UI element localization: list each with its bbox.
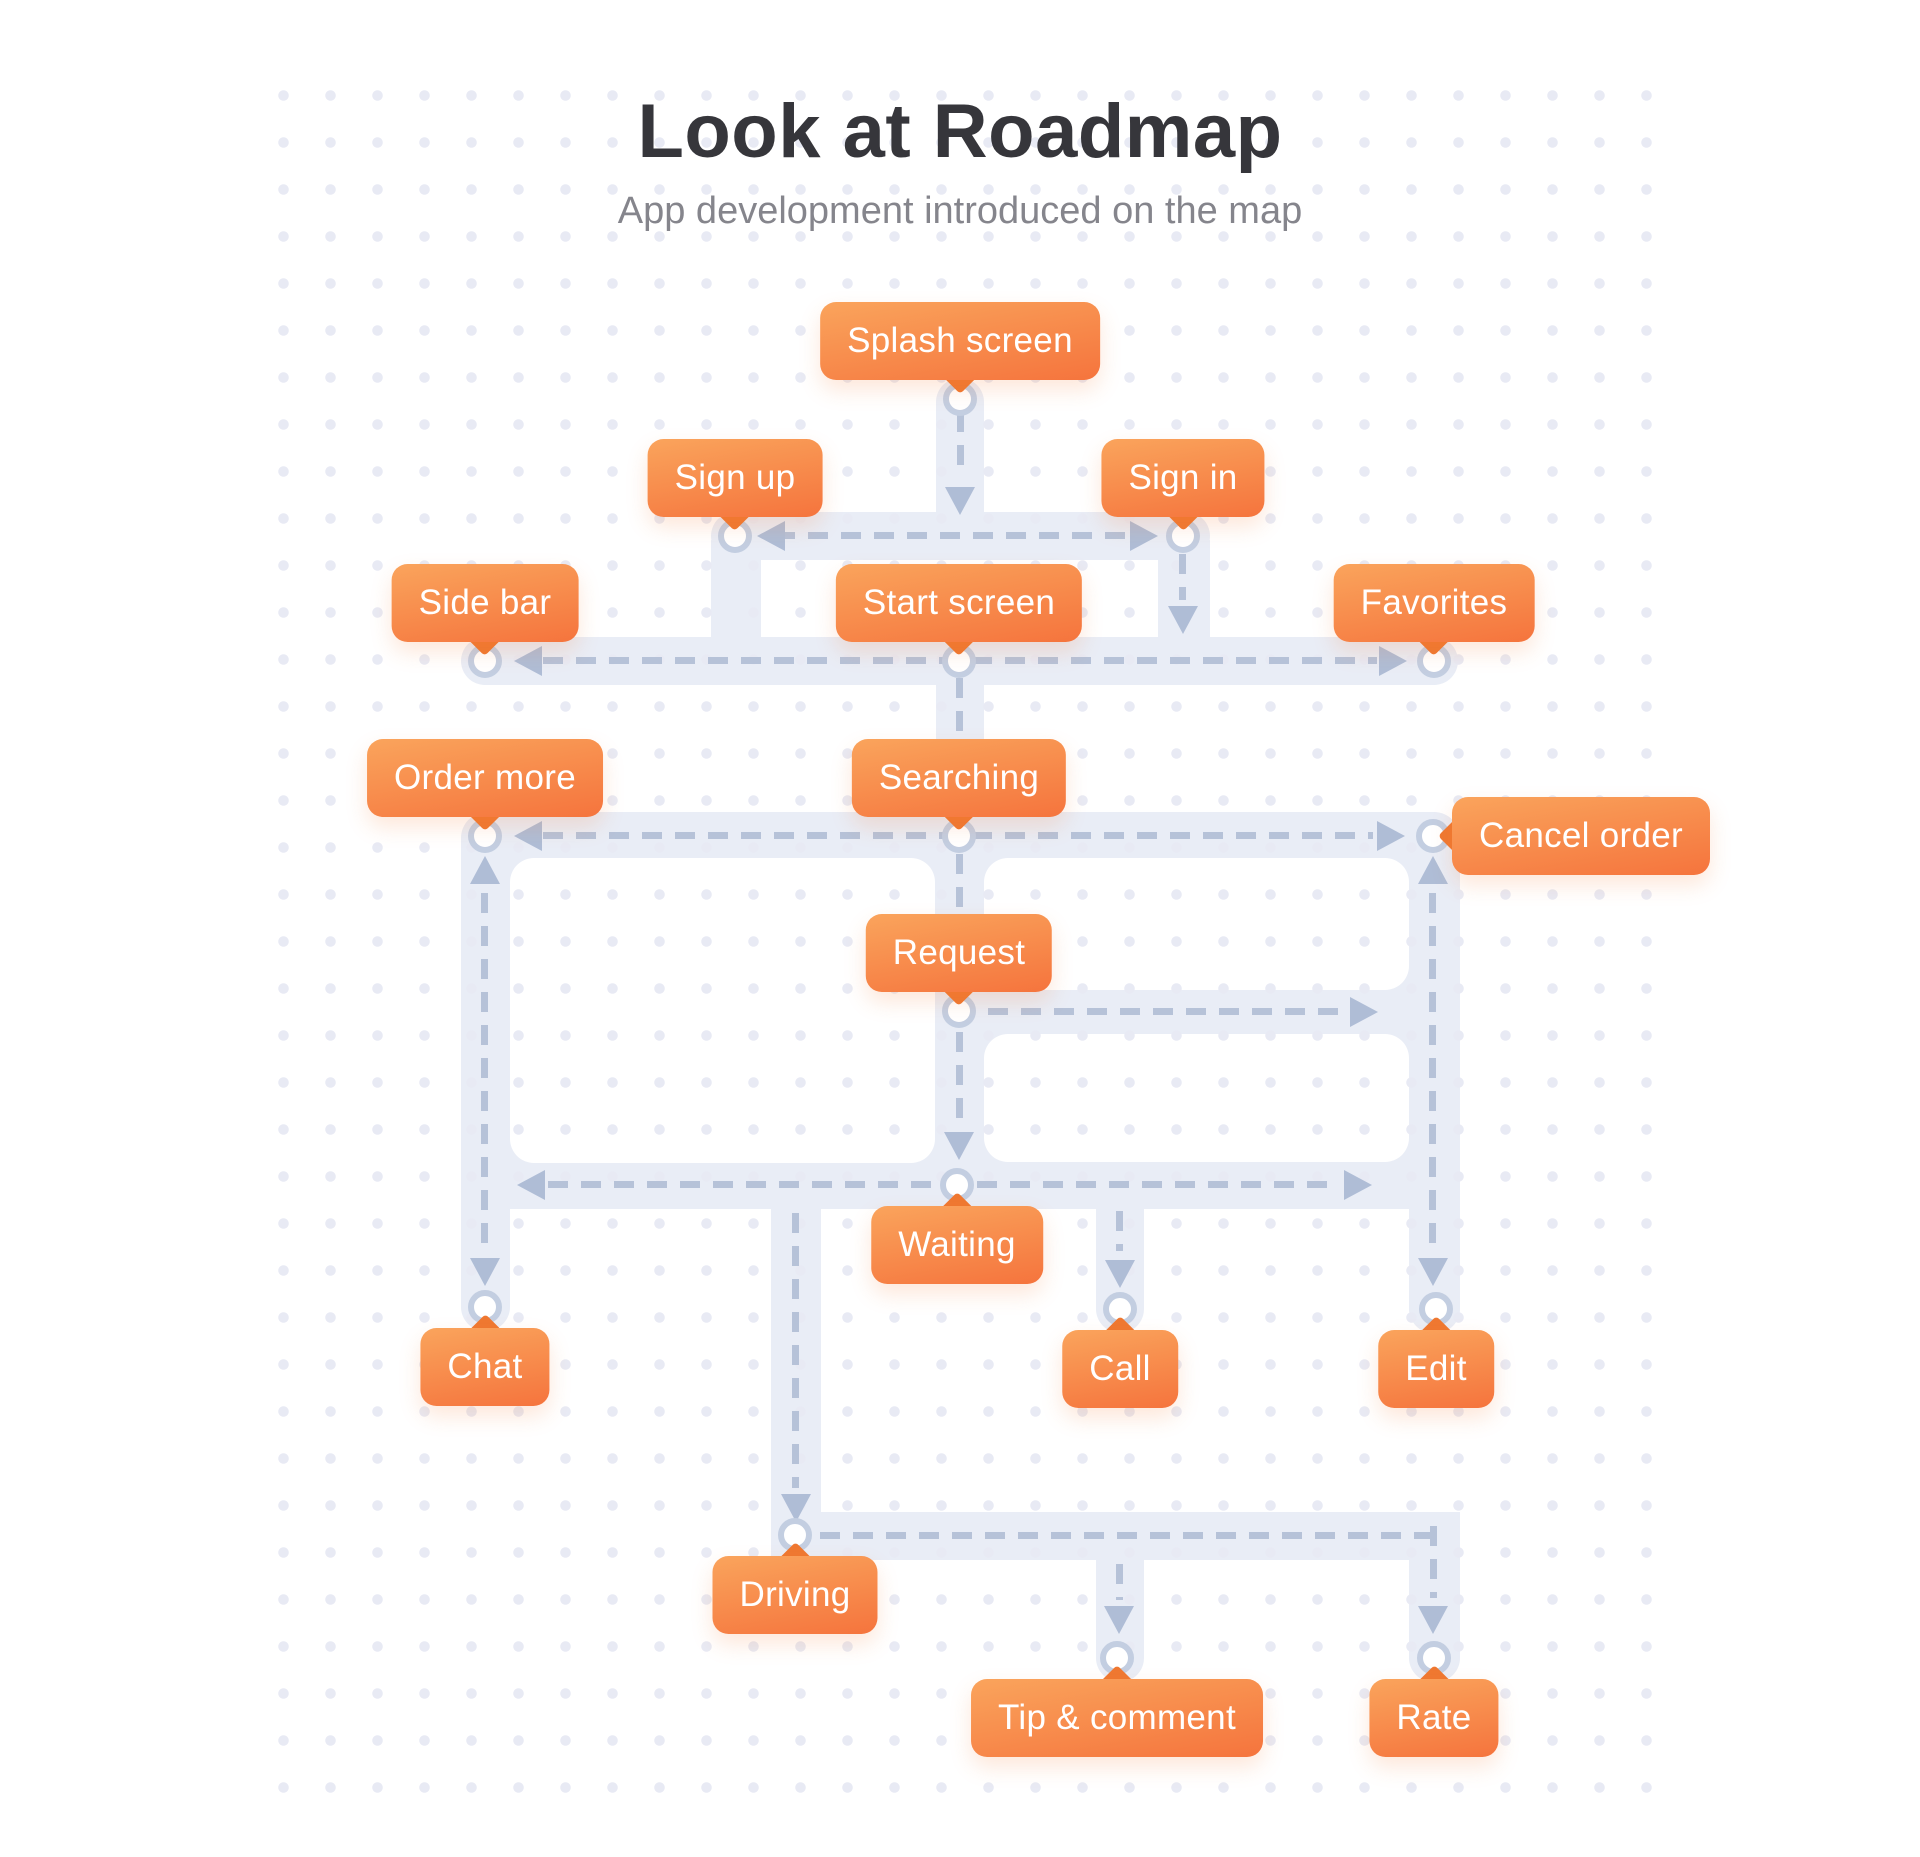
node-request: Request (865, 914, 1053, 1006)
node-label: Order more (367, 739, 603, 817)
node-sign-up: Sign up (647, 439, 823, 531)
arrow-right-icon (1379, 646, 1407, 676)
arrow-down-icon (1418, 1606, 1448, 1634)
node-label: Favorites (1333, 564, 1535, 642)
arrow-left-icon (514, 646, 542, 676)
arrow-left-icon (757, 521, 785, 551)
page-title: Look at Roadmap (637, 89, 1283, 174)
arrow-down-icon (470, 1258, 500, 1286)
node-order-more: Order more (367, 739, 603, 831)
node-start-screen: Start screen (835, 564, 1083, 656)
arrow-up-icon (1418, 856, 1448, 884)
dashed-route (820, 1532, 1434, 1539)
node-sign-in: Sign in (1101, 439, 1265, 531)
node-label: Cancel order (1452, 797, 1710, 875)
dashed-route (1116, 1211, 1123, 1251)
node-waiting: Waiting (871, 1192, 1043, 1284)
dashed-route (1429, 893, 1436, 1251)
dashed-route (1179, 554, 1186, 600)
node-label: Start screen (835, 564, 1083, 642)
arrow-down-icon (1105, 1260, 1135, 1288)
node-edit: Edit (1378, 1316, 1494, 1408)
arrow-down-icon (1168, 606, 1198, 634)
arrow-left-icon (514, 821, 542, 851)
dashed-route (956, 678, 963, 736)
dashed-route (957, 412, 964, 478)
arrow-down-icon (1104, 1606, 1134, 1634)
node-label: Chat (420, 1328, 550, 1406)
node-cancel-order: Cancel order (1438, 797, 1710, 875)
node-label: Driving (712, 1556, 878, 1634)
node-label: Waiting (871, 1206, 1043, 1284)
dashed-route (956, 854, 963, 912)
node-label: Request (865, 914, 1053, 992)
arrow-right-icon (1377, 821, 1405, 851)
arrow-left-icon (517, 1170, 545, 1200)
node-label: Edit (1378, 1330, 1494, 1408)
road-hole (510, 858, 935, 1163)
arrow-right-icon (1350, 997, 1378, 1027)
node-splash-screen: Splash screen (820, 302, 1100, 394)
node-driving: Driving (712, 1542, 878, 1634)
dashed-route (1430, 1526, 1437, 1598)
node-label: Rate (1369, 1679, 1499, 1757)
dashed-route (792, 1213, 799, 1488)
node-side-bar: Side bar (391, 564, 579, 656)
node-rate: Rate (1369, 1665, 1499, 1757)
node-label: Call (1062, 1330, 1178, 1408)
arrow-down-icon (1418, 1258, 1448, 1286)
node-label: Splash screen (820, 302, 1100, 380)
node-favorites: Favorites (1333, 564, 1535, 656)
road-hole (984, 1034, 1409, 1162)
node-label: Searching (851, 739, 1067, 817)
dashed-route (1116, 1564, 1123, 1600)
dashed-route (988, 1008, 1343, 1015)
node-chat: Chat (420, 1314, 550, 1406)
dashed-route (775, 532, 1135, 539)
dashed-route (481, 893, 488, 1251)
dashed-route (956, 1032, 963, 1127)
arrow-up-icon (470, 856, 500, 884)
node-tip-comment: Tip & comment (971, 1665, 1263, 1757)
node-label: Sign up (647, 439, 823, 517)
node-searching: Searching (851, 739, 1067, 831)
page-subtitle: App development introduced on the map (617, 190, 1303, 232)
node-label: Tip & comment (971, 1679, 1263, 1757)
node-label: Side bar (391, 564, 579, 642)
node-call: Call (1062, 1316, 1178, 1408)
arrow-down-icon (945, 487, 975, 515)
arrow-down-icon (944, 1132, 974, 1160)
node-label: Sign in (1101, 439, 1265, 517)
arrow-right-icon (1344, 1170, 1372, 1200)
arrow-right-icon (1130, 521, 1158, 551)
